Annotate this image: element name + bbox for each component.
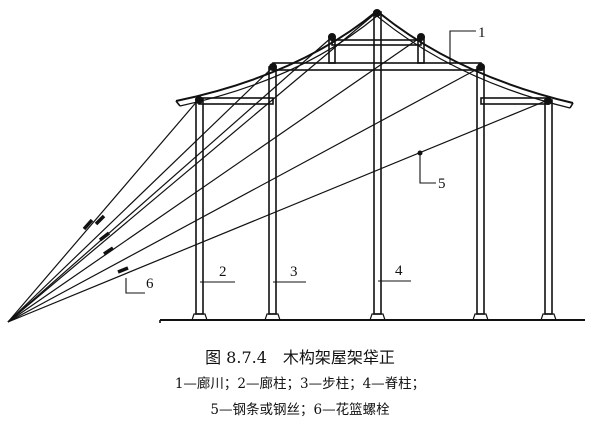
label-2: 2 bbox=[219, 264, 227, 280]
label-4: 4 bbox=[395, 263, 403, 279]
leader-line-6 bbox=[125, 278, 145, 294]
turnbuckle bbox=[117, 266, 129, 274]
joint bbox=[328, 33, 336, 41]
label-1: 1 bbox=[478, 25, 486, 41]
roof-eave-left bbox=[175, 100, 181, 107]
leader-line-1 bbox=[449, 30, 476, 65]
leader-lines bbox=[125, 30, 476, 294]
turnbuckle bbox=[103, 246, 114, 256]
column bbox=[373, 11, 382, 315]
cable bbox=[7, 66, 274, 323]
legend-line-1: 1—廊川；2—廊柱；3—步柱；4—脊柱； bbox=[174, 376, 426, 392]
label-6: 6 bbox=[146, 276, 154, 292]
joint bbox=[544, 97, 552, 105]
figure-title: 图 8.7.4 木构架屋架牮正 bbox=[205, 348, 395, 367]
cable bbox=[7, 36, 422, 323]
tension-cables bbox=[7, 11, 549, 323]
turnbuckle bbox=[98, 231, 111, 242]
beam bbox=[331, 39, 422, 46]
roof-eave-right bbox=[569, 102, 574, 109]
label-3: 3 bbox=[290, 264, 298, 280]
cable bbox=[7, 11, 378, 323]
cable-point bbox=[417, 150, 423, 156]
joint bbox=[373, 9, 381, 17]
cable bbox=[7, 99, 549, 323]
leader-line-5 bbox=[419, 153, 436, 184]
cable bbox=[7, 36, 333, 323]
timber-frame-diagram: 1 2 3 4 5 6 bbox=[7, 9, 585, 323]
joint bbox=[477, 63, 485, 71]
joint bbox=[417, 33, 425, 41]
turnbuckle bbox=[94, 214, 106, 226]
cable bbox=[7, 66, 482, 323]
legend-line-2: 5—钢条或钢丝；6—花篮螺栓 bbox=[210, 402, 390, 418]
label-5: 5 bbox=[438, 176, 446, 192]
roof-inner bbox=[179, 15, 571, 109]
turnbuckle bbox=[82, 218, 94, 231]
turnbuckles bbox=[82, 214, 129, 274]
column bbox=[544, 99, 553, 315]
joint bbox=[195, 96, 203, 104]
joints bbox=[195, 9, 552, 156]
cable bbox=[7, 98, 200, 323]
joint bbox=[269, 63, 277, 71]
columns bbox=[195, 11, 553, 315]
